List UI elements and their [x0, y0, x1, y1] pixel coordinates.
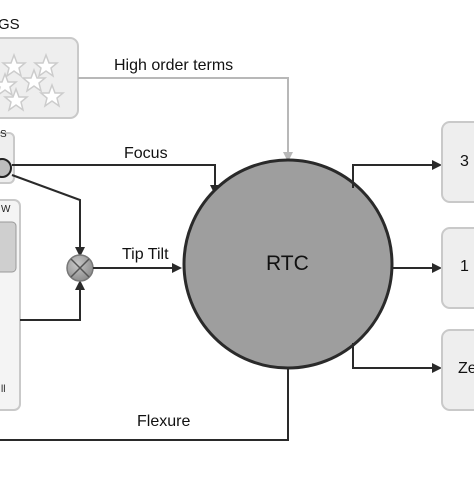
output-arrow-3	[352, 343, 442, 373]
focus-label: Focus	[124, 145, 168, 162]
star-icon	[20, 67, 48, 93]
output-box-2-label: 1	[460, 258, 469, 275]
star-icon	[0, 71, 19, 97]
flexure-arrow	[0, 358, 293, 441]
output-arrow-1	[352, 160, 442, 188]
output-box-1	[441, 121, 474, 203]
output-box-1-label: 3	[460, 153, 469, 170]
guide-star-label: GS	[0, 16, 20, 33]
star-icon	[0, 52, 28, 78]
summing-junction	[66, 254, 94, 282]
focus-arrow	[12, 164, 220, 195]
star-icon	[32, 52, 60, 78]
star-icon	[2, 86, 30, 112]
output-box-2	[441, 227, 474, 309]
left-lower-inner-panel	[0, 221, 17, 273]
left-upper-cut-label: S	[0, 129, 7, 140]
tip-tilt-label: Tip Tilt	[122, 246, 169, 263]
left-middle-cut-label: W	[1, 204, 11, 215]
upper-to-sum-line	[11, 174, 85, 257]
flexure-label: Flexure	[137, 413, 191, 430]
rtc-node	[182, 158, 394, 370]
rtc-label: RTC	[266, 252, 309, 275]
high-order-terms-arrow	[78, 77, 293, 162]
lower-to-sum-line	[20, 280, 85, 321]
left-lower-cut-label: ll	[1, 384, 6, 395]
output-box-3-label: Ze	[458, 360, 474, 377]
output-box-3	[441, 329, 474, 411]
high-order-terms-label: High order terms	[114, 57, 234, 74]
star-icons	[0, 52, 66, 112]
star-icon	[38, 82, 66, 108]
lens-icon	[0, 158, 12, 178]
